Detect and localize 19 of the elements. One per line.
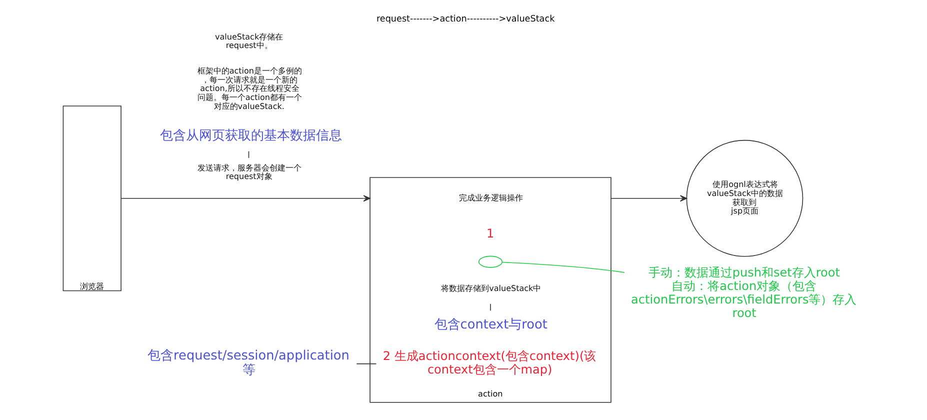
- diagram-title: request------->action---------->valueStack: [376, 14, 554, 24]
- label: valueStack存储在request中。: [214, 32, 283, 50]
- node-ellipse: [478, 256, 502, 268]
- node-circle: 使用ognl表达式将valueStack中的数据获取到 jsp页面: [686, 140, 803, 257]
- node-text: 包含从网页获取的基本数据信息: [159, 128, 342, 144]
- node-text: 发送请求，服务器会创建一个request对象: [197, 163, 302, 182]
- label: 1: [486, 226, 494, 240]
- node-text: 包含request/session/application等: [147, 348, 349, 378]
- arrow: [610, 195, 687, 202]
- node-text: 将数据存储到valueStack中: [440, 284, 541, 294]
- connector: [356, 363, 376, 364]
- label: 框架中的action是一个多例的，每一次请求就是一个新的action,所以不存在线程安全问题。每一个action都有一个对应的valueStack.: [196, 66, 302, 111]
- arrow: [120, 195, 370, 202]
- node-text: 手动：数据通过push和set存入root 自动：将action对象（包含actionErrors\errors\fieldErrors等）存入root: [630, 265, 856, 320]
- node-text: 包含context与root: [434, 317, 547, 332]
- node-text: 2 生成actioncontext(包含context)(该context包含一个map): [382, 348, 596, 376]
- node-box: 浏览器: [62, 106, 121, 292]
- node-text: 完成业务逻辑操作: [458, 193, 522, 202]
- connector: [501, 262, 624, 273]
